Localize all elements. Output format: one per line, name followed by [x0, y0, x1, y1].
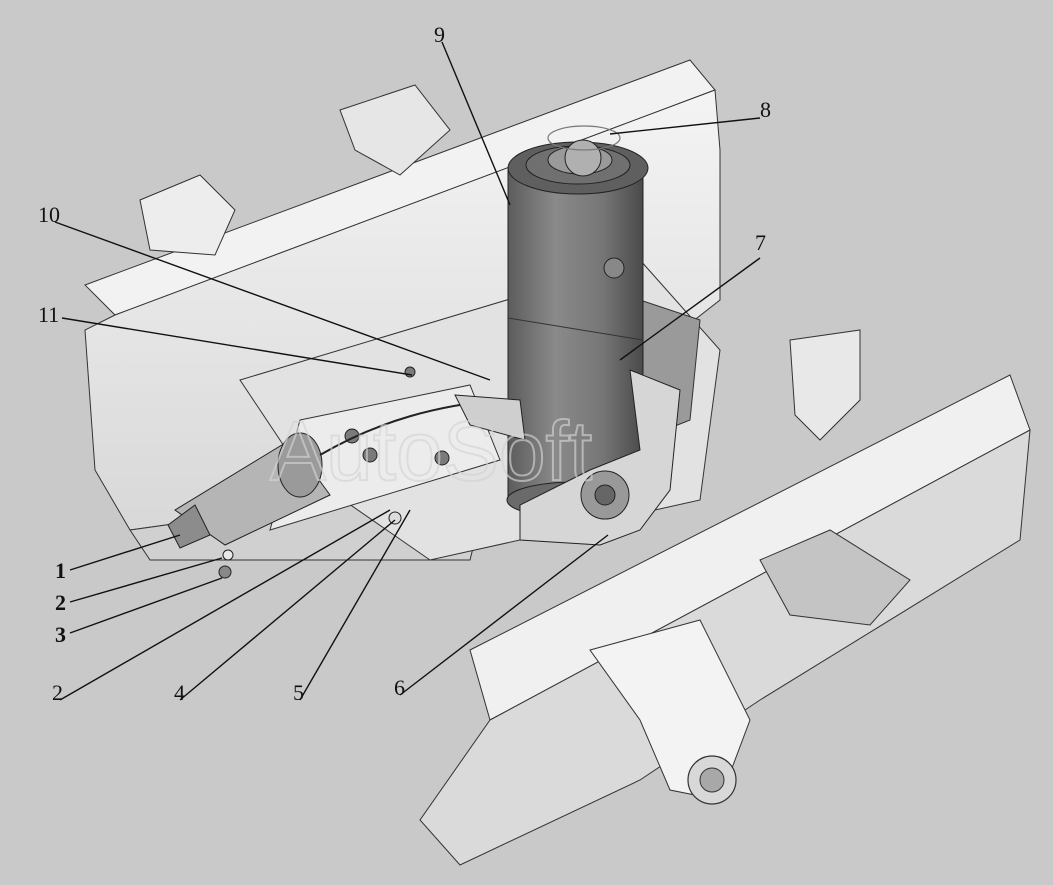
cylinder-support — [454, 369, 681, 546]
callout-1: 1 — [55, 558, 66, 583]
leader-7 — [619, 257, 761, 361]
hydraulic-pump — [167, 432, 331, 579]
leader-4 — [179, 519, 396, 701]
leader-2b — [59, 509, 391, 701]
callout-4: 4 — [174, 680, 185, 705]
leader-11 — [61, 317, 413, 376]
lift-cylinder — [506, 125, 649, 519]
leader-1 — [69, 534, 181, 571]
leader-3 — [69, 577, 223, 634]
leader-2a — [69, 557, 223, 603]
callout-6: 6 — [394, 675, 405, 700]
leader-lines — [54, 41, 761, 701]
watermark-text: AutoSoft — [270, 404, 592, 498]
callout-2b: 2 — [52, 680, 63, 705]
callout-9: 9 — [434, 22, 445, 47]
callout-11: 11 — [38, 302, 59, 327]
leader-6 — [399, 534, 609, 696]
leader-9 — [441, 41, 511, 206]
leader-10 — [54, 221, 491, 381]
callout-3: 3 — [55, 622, 66, 647]
callout-labels: 1 2 3 2 4 5 6 7 8 9 10 11 — [38, 22, 771, 705]
right-frame-beam — [419, 329, 1031, 866]
callout-2a: 2 — [55, 590, 66, 615]
leader-8 — [609, 117, 761, 135]
callout-8: 8 — [760, 97, 771, 122]
callout-10: 10 — [38, 202, 60, 227]
leader-5 — [299, 509, 411, 701]
callout-7: 7 — [755, 230, 766, 255]
callout-5: 5 — [293, 680, 304, 705]
